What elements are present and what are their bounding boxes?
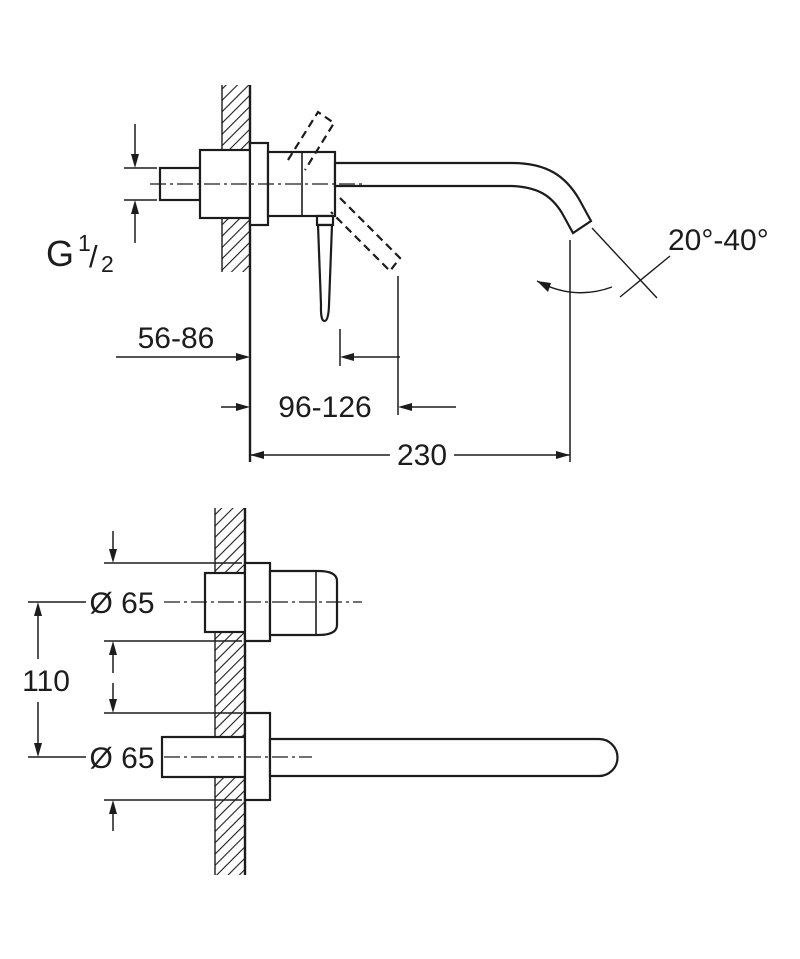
dim-label-handle-diameter: Ø 65 [89, 587, 154, 620]
arrowhead [236, 353, 250, 361]
arrowhead [109, 549, 117, 563]
wall-hatch [222, 85, 250, 150]
arrowhead [109, 699, 117, 713]
dim-label-center-distance: 110 [22, 665, 70, 698]
handle-lever [316, 223, 334, 323]
thread-numerator: 1 [78, 230, 91, 256]
handle-depth-dimension: 56-86 [116, 322, 400, 366]
lever-depth-dimension: 96-126 [221, 276, 456, 424]
dim-label-spout-angle: 20°-40° [668, 224, 769, 257]
handle-diameter-dimension: Ø 65 [89, 531, 242, 673]
spout-tube-top [268, 737, 619, 778]
dim-label-handle-depth: 56-86 [138, 322, 215, 355]
wall-hatch [215, 777, 245, 875]
arrowhead [34, 743, 42, 757]
side-view [150, 85, 671, 462]
arrowhead [34, 602, 42, 616]
arrowhead [131, 200, 139, 214]
arrowhead [250, 451, 264, 459]
arrowhead [236, 403, 250, 411]
dim-label-thread: G 1 / 2 [46, 225, 114, 277]
arrowhead [556, 451, 570, 459]
swing-arc-arrowhead [537, 281, 551, 292]
thread-denominator: 2 [101, 251, 114, 277]
arrowhead [398, 403, 412, 411]
top-view [160, 508, 619, 875]
top-view-dimensions: Ø 65 Ø 65 110 [22, 531, 242, 831]
dim-label-spout-length: 230 [397, 439, 447, 472]
thread-separator: / [89, 239, 98, 274]
dim-label-lever-depth: 96-126 [278, 391, 371, 424]
spout-length-dimension: 230 [250, 240, 571, 472]
arrowhead [109, 641, 117, 655]
spout-outline [333, 161, 593, 235]
thread-prefix: G [46, 233, 74, 274]
dim-label-spout-diameter: Ø 65 [89, 742, 154, 775]
spout-swing-line [591, 227, 658, 299]
side-view-dimensions: G 1 / 2 56-86 96-126 [46, 124, 769, 472]
wall-hatch [222, 218, 250, 272]
wall-hatch [215, 632, 245, 737]
handle-lever-dashed-up [287, 110, 336, 171]
handle-lever-dashed-forward [330, 197, 402, 273]
center-distance-dimension: 110 [22, 601, 86, 758]
spout-diameter-dimension: Ø 65 [89, 683, 242, 831]
arrowhead [131, 154, 139, 168]
arrowhead [109, 800, 117, 814]
arrowhead [340, 353, 354, 361]
angle-leader-line [619, 255, 671, 298]
wall-hatch [215, 508, 245, 573]
handle-stem [315, 214, 335, 227]
thread-dimension: G 1 / 2 [46, 124, 157, 277]
handle-knob [268, 569, 339, 637]
